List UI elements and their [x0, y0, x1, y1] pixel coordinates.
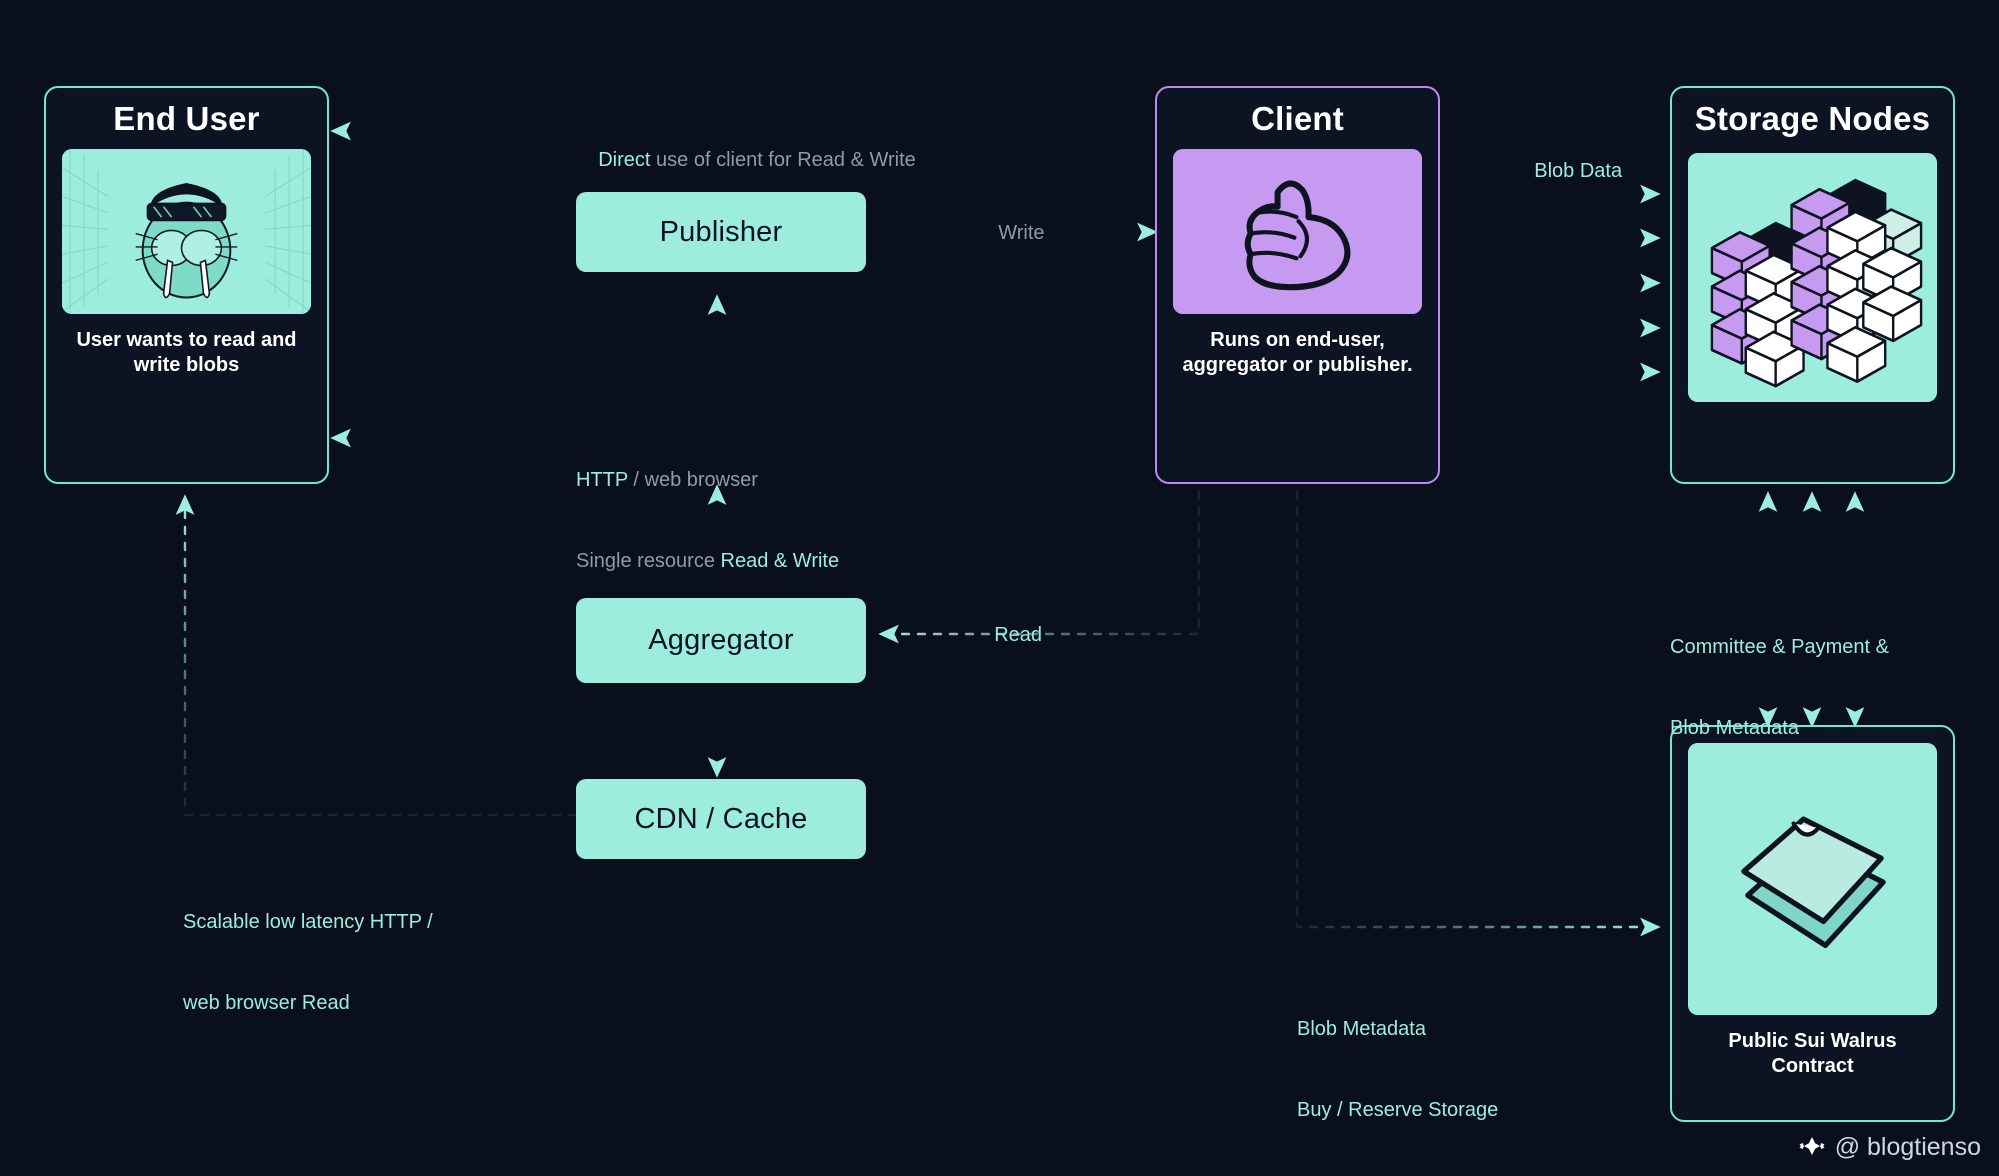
- label-read-write-strong: Read & Write: [720, 550, 840, 572]
- server-blocks-icon: [1688, 152, 1937, 402]
- label-blob-meta-line2: Buy / Reserve Storage: [1297, 1099, 1499, 1121]
- label-http-strong: HTTP: [576, 469, 628, 491]
- storage-nodes-title: Storage Nodes: [1694, 100, 1931, 137]
- label-write-text: Write: [998, 222, 1045, 244]
- aggregator-label: Aggregator: [648, 624, 794, 656]
- contract-caption: Public Sui Walrus Contract: [1728, 1030, 1897, 1077]
- label-scalable-low-latency: Scalable low latency HTTP / web browser …: [183, 855, 433, 1071]
- sparkle-diamond-icon: [1798, 1135, 1826, 1161]
- node-cdn-cache[interactable]: CDN / Cache: [576, 779, 866, 859]
- watermark-handle: @ blogtienso: [1834, 1133, 1981, 1161]
- edge-client-to-contract: [1295, 490, 1661, 937]
- label-http-single-resource: HTTP / web browser Single resource Read …: [576, 413, 839, 629]
- label-committee-payment: Committee & Payment & Blob Metadata: [1670, 580, 1889, 796]
- label-blob-metadata-buy: Blob Metadata Buy / Reserve Storage: [1297, 962, 1498, 1176]
- label-read: Read: [972, 595, 1042, 676]
- thumbs-up-fist-icon: [1173, 148, 1422, 314]
- node-client[interactable]: Client Runs on end-user, aggregator or p…: [1155, 86, 1440, 484]
- node-publisher[interactable]: Publisher: [576, 192, 866, 272]
- node-public-sui-walrus-contract[interactable]: Public Sui Walrus Contract: [1670, 725, 1955, 1122]
- end-user-title: End User: [113, 100, 260, 137]
- label-scalable-line2: web browser Read: [183, 992, 350, 1014]
- label-http-rest: / web browser: [627, 469, 758, 491]
- client-caption: Runs on end-user, aggregator or publishe…: [1182, 328, 1413, 376]
- label-direct-rest: use of client for Read & Write: [650, 149, 916, 171]
- walrus-avatar-icon: [62, 148, 311, 314]
- edge-cdn-to-enduser: [175, 494, 578, 817]
- label-blob-meta-line1: Blob Metadata: [1297, 1018, 1426, 1040]
- watermark: @ blogtienso: [1798, 1133, 1981, 1162]
- label-single-resource: Single resource: [576, 550, 721, 572]
- node-aggregator[interactable]: Aggregator: [576, 598, 866, 683]
- label-blob-data-text: Blob Data: [1534, 160, 1623, 182]
- cdn-cache-label: CDN / Cache: [634, 802, 808, 835]
- label-committee-line1: Committee & Payment &: [1670, 636, 1889, 658]
- label-scalable-line1: Scalable low latency HTTP /: [183, 911, 433, 933]
- label-read-text: Read: [994, 624, 1043, 646]
- end-user-caption: User wants to read and write blobs: [76, 328, 297, 376]
- client-title: Client: [1251, 100, 1344, 137]
- node-end-user[interactable]: End User: [44, 86, 329, 484]
- node-storage-nodes[interactable]: Storage Nodes: [1670, 86, 1955, 484]
- publisher-label: Publisher: [659, 215, 783, 248]
- label-direct-strong: Direct: [598, 149, 651, 171]
- document-stack-icon: [1688, 743, 1937, 1015]
- label-direct-use: Direct use of client for Read & Write: [576, 120, 916, 201]
- label-write: Write: [976, 193, 1045, 274]
- label-blob-data: Blob Data: [1512, 131, 1622, 212]
- label-committee-line2: Blob Metadata: [1670, 717, 1799, 739]
